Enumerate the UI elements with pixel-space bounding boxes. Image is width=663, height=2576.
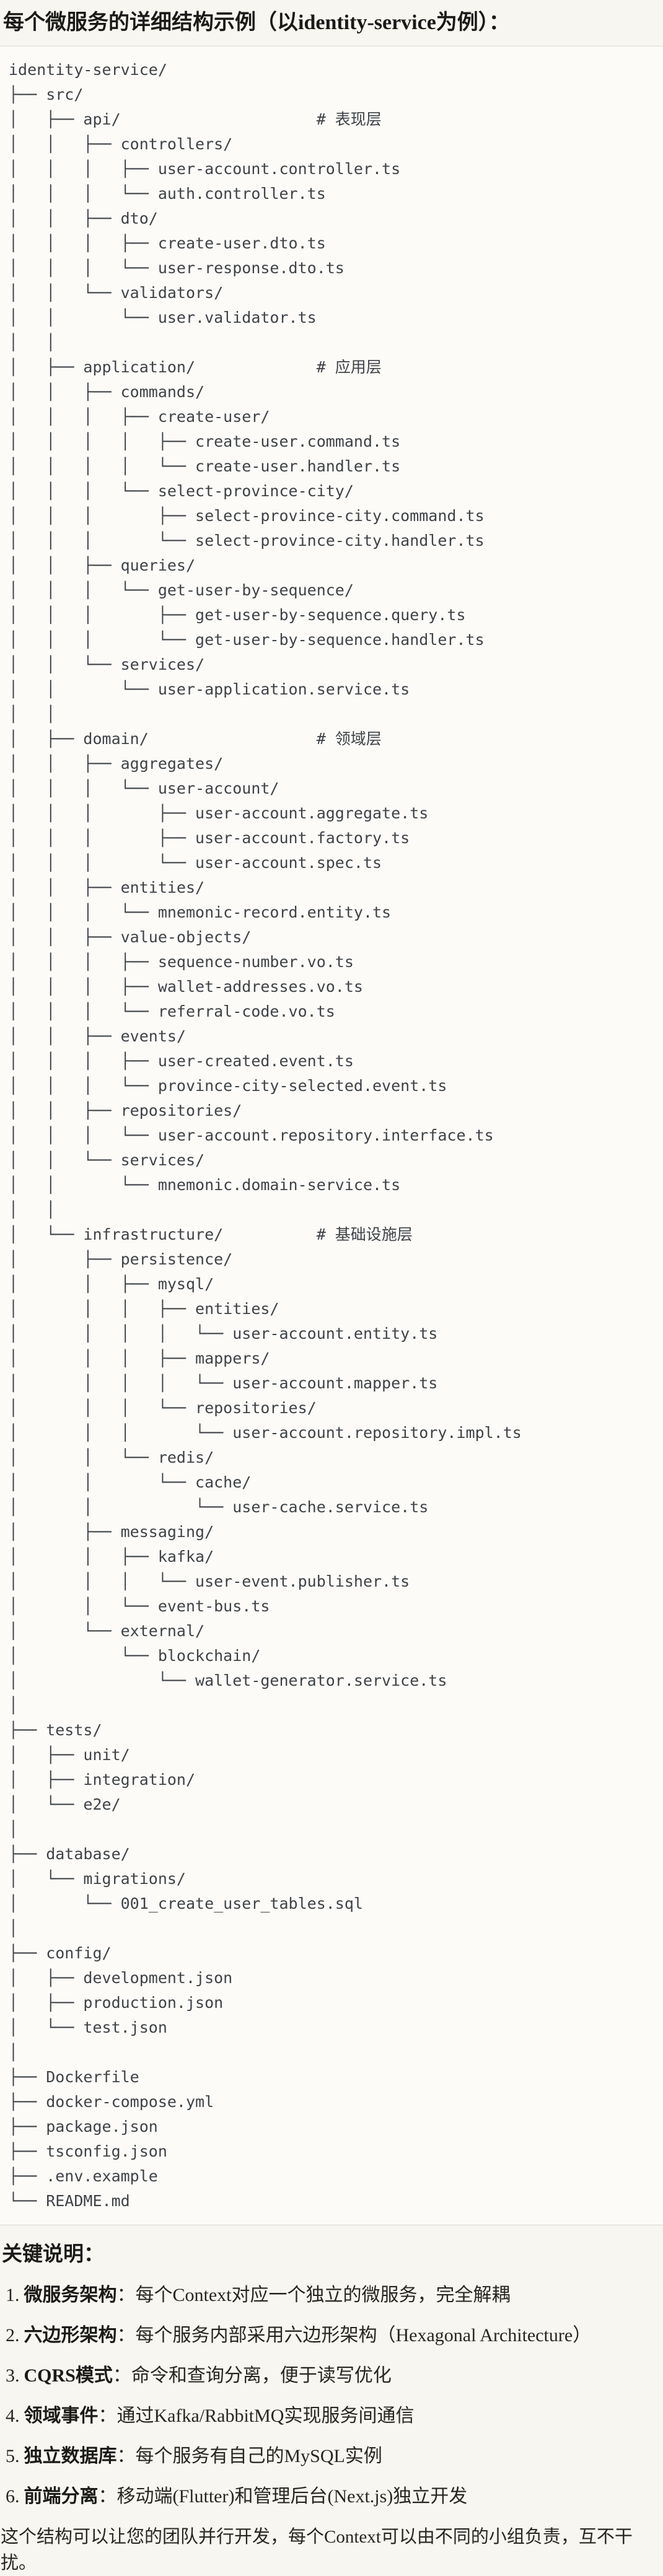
note-item-label: 六边形架构 xyxy=(24,2325,117,2346)
note-item: 6.前端分离：移动端(Flutter)和管理后台(Next.js)独立开发 xyxy=(0,2484,663,2510)
note-item-text: ：每个服务内部采用六边形架构（Hexagonal Architecture） xyxy=(116,2325,592,2346)
note-item-number: 2. xyxy=(6,2325,20,2346)
page-title: 每个微服务的详细结构示例（以identity-service为例）： xyxy=(3,11,510,34)
directory-tree-code-block: identity-service/ ├── src/ │ ├── api/ # … xyxy=(0,46,663,2225)
note-item-number: 6. xyxy=(6,2486,20,2507)
note-item-number: 1. xyxy=(6,2285,20,2305)
note-item: 3.CQRS模式：命令和查询分离，便于读写优化 xyxy=(0,2363,663,2389)
note-item: 4.领域事件：通过Kafka/RabbitMQ实现服务间通信 xyxy=(0,2403,663,2429)
note-item-text: ：每个Context对应一个独立的微服务，完全解耦 xyxy=(116,2285,511,2305)
directory-tree-text: identity-service/ ├── src/ │ ├── api/ # … xyxy=(9,61,522,2210)
note-item-number: 4. xyxy=(6,2406,20,2426)
note-item-number: 5. xyxy=(6,2446,20,2466)
notes-heading: 关键说明： xyxy=(2,2243,104,2266)
notes-footer: 这个结构可以让您的团队并行开发，每个Context可以由不同的小组负责，互不干扰… xyxy=(1,2527,633,2573)
note-item-label: 前端分离 xyxy=(24,2486,99,2507)
note-item: 1.微服务架构：每个Context对应一个独立的微服务，完全解耦 xyxy=(0,2282,663,2308)
note-item-text: ：移动端(Flutter)和管理后台(Next.js)独立开发 xyxy=(98,2486,468,2507)
note-item-label: 独立数据库 xyxy=(24,2446,117,2466)
note-item-text: ：通过Kafka/RabbitMQ实现服务间通信 xyxy=(98,2406,415,2426)
note-item: 5.独立数据库：每个服务有自己的MySQL实例 xyxy=(0,2443,663,2469)
note-item-label: 领域事件 xyxy=(24,2406,99,2426)
note-item: 2.六边形架构：每个服务内部采用六边形架构（Hexagonal Architec… xyxy=(0,2323,663,2349)
key-notes-section: 关键说明： 1.微服务架构：每个Context对应一个独立的微服务，完全解耦 2… xyxy=(0,2241,663,2576)
note-item-label: 微服务架构 xyxy=(24,2285,117,2305)
note-item-text: ：每个服务有自己的MySQL实例 xyxy=(116,2446,382,2466)
note-item-label: CQRS模式 xyxy=(24,2365,113,2386)
note-item-number: 3. xyxy=(6,2365,20,2386)
note-item-text: ：命令和查询分离，便于读写优化 xyxy=(112,2365,392,2386)
